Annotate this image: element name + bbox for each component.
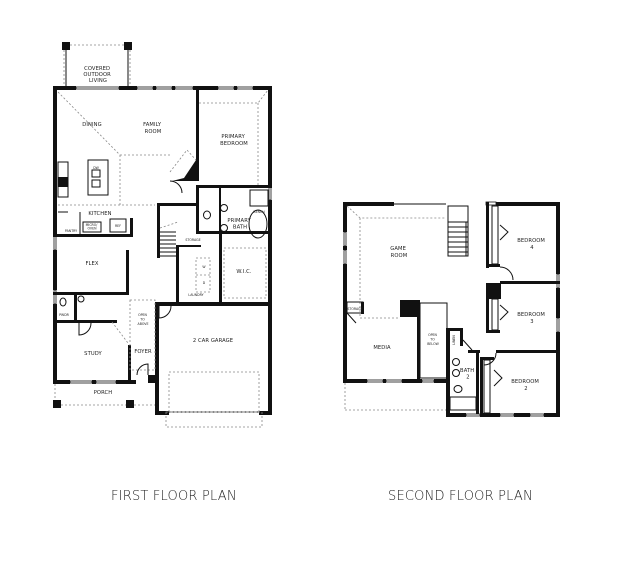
label-bedroom-2: BEDROOM 2 <box>511 379 541 392</box>
label-dw: DW <box>93 166 99 170</box>
stairs-upper <box>448 221 468 256</box>
second-floor-plan: GAME ROOM BEDROOM 4 STORAGE BEDROOM 3 ME… <box>343 201 560 417</box>
label-garage: 2 CAR GARAGE <box>193 338 233 344</box>
label-dining: DINING <box>82 122 101 128</box>
label-bench: BENCH <box>253 210 265 214</box>
label-pwdr: PWDR <box>59 313 70 317</box>
label-kitchen: KITCHEN <box>88 211 111 217</box>
second-floor-interior-walls <box>346 202 560 415</box>
label-storage: STORAGE <box>185 238 200 242</box>
second-floor-outer-walls <box>343 201 560 417</box>
label-dryer: D <box>203 281 206 285</box>
label-primary-bedroom: PRIMARY BEDROOM <box>220 134 248 147</box>
label-family-room: FAMILY ROOM <box>143 122 163 135</box>
first-floor-interior-walls <box>53 86 272 408</box>
first-floor-plan: COVERED OUTDOOR LIVING DINING FAMILY ROO… <box>53 42 272 428</box>
label-pantry: PANTRY <box>65 229 77 233</box>
label-ref: REF <box>115 224 121 228</box>
label-bath-2: BATH 2 <box>460 368 476 381</box>
first-floor-plan-title: FIRST FLOOR PLAN <box>111 489 237 504</box>
stairs <box>159 221 179 257</box>
label-porch: PORCH <box>94 390 113 396</box>
first-floor-outer-walls <box>53 86 272 428</box>
first-floor-labels: COVERED OUTDOOR LIVING DINING FAMILY ROO… <box>59 66 265 396</box>
label-media: MEDIA <box>373 345 391 351</box>
label-washer: W <box>202 265 206 269</box>
label-storage-upper: STORAGE <box>347 307 362 311</box>
label-covered-outdoor-living: COVERED OUTDOOR LIVING <box>83 66 112 84</box>
covered-outdoor-living <box>62 42 132 87</box>
label-game-room: GAME ROOM <box>390 246 407 259</box>
label-wic: W.I.C. <box>236 269 251 275</box>
label-bedroom-4: BEDROOM 4 <box>517 238 547 251</box>
label-micro-oven: MICRO/ OVEN <box>86 223 99 231</box>
label-open-to-below: OPEN TO BELOW <box>427 333 439 346</box>
label-bedroom-3: BEDROOM 3 <box>517 312 547 325</box>
label-linen: LINEN <box>452 335 456 345</box>
label-open-to-above: OPEN TO ABOVE <box>138 313 149 326</box>
label-flex: FLEX <box>85 261 98 267</box>
label-foyer: FOYER <box>134 349 152 355</box>
second-floor-plan-title: SECOND FLOOR PLAN <box>388 489 533 504</box>
label-study: STUDY <box>84 351 102 357</box>
label-laundry: LAUNDRY <box>188 293 203 297</box>
label-primary-bath: PRIMARY BATH <box>227 218 252 231</box>
second-floor-labels: GAME ROOM BEDROOM 4 STORAGE BEDROOM 3 ME… <box>347 238 547 392</box>
